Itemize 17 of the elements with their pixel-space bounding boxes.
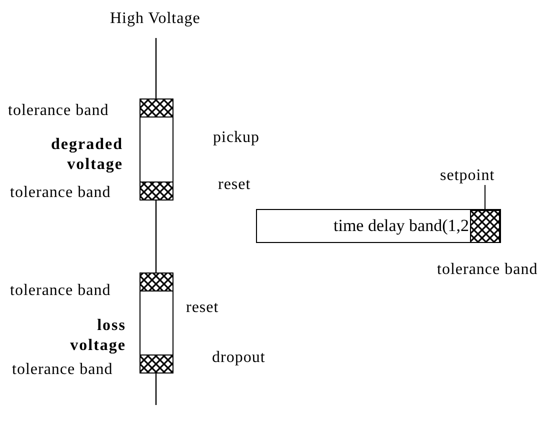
setpoint-label: setpoint	[440, 167, 495, 184]
label: dropout	[212, 349, 266, 366]
box-label: time delay band(1,2	[334, 217, 469, 234]
label: tolerance band	[8, 102, 109, 119]
label: degraded voltage	[50, 135, 123, 175]
hatched-band	[470, 210, 500, 242]
label: tolerance band	[437, 261, 538, 278]
label: tolerance band	[12, 361, 113, 378]
time-delay-box	[256, 209, 501, 243]
label: loss voltage	[69, 316, 126, 356]
label: reset	[186, 299, 219, 316]
label: reset	[218, 176, 251, 193]
label: tolerance band	[10, 282, 111, 299]
label: High Voltage	[110, 10, 200, 27]
label: pickup	[213, 129, 260, 146]
label: tolerance band	[10, 184, 111, 201]
leader-line	[484, 184, 486, 210]
